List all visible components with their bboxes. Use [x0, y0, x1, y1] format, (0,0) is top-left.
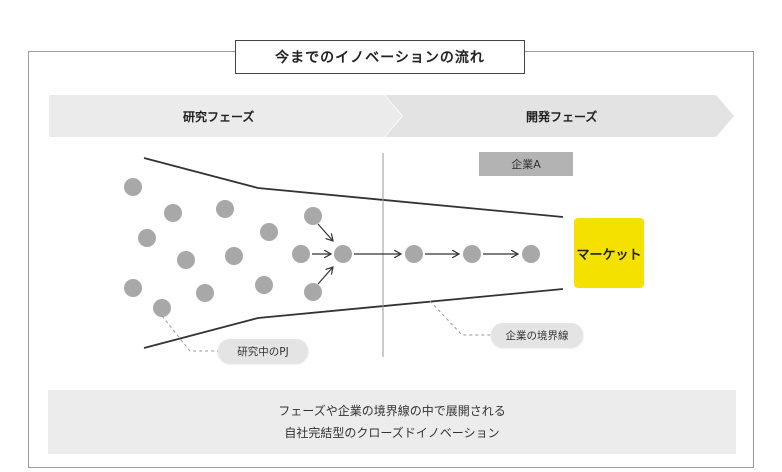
project-dot: [138, 229, 156, 247]
project-dot: [292, 245, 310, 263]
project-dot: [196, 284, 214, 302]
boundary-callout: 企業の境界線: [491, 323, 583, 347]
project-dot: [216, 200, 234, 218]
project-dot: [177, 251, 195, 269]
company-a-label: 企業A: [479, 152, 573, 176]
caption-box: フェーズや企業の境界線の中で展開される 自社完結型のクローズドイノベーション: [48, 390, 736, 454]
flow-dot: [405, 245, 423, 263]
flow-dot: [522, 245, 540, 263]
development-phase-band: [385, 95, 734, 137]
project-dot: [225, 247, 243, 265]
market-box: マーケット: [574, 218, 644, 288]
arrow: [317, 223, 333, 241]
boundary-leader-line: [429, 300, 491, 336]
caption-line-1: フェーズや企業の境界線の中で展開される: [278, 404, 506, 418]
research-phase-label: 研究フェーズ: [183, 110, 255, 124]
projects-leader-line: [161, 315, 218, 352]
research-phase-band: [49, 95, 402, 137]
project-dot: [260, 223, 278, 241]
project-dot: [153, 299, 171, 317]
project-dot: [304, 283, 322, 301]
projects-callout: 研究中のPJ: [218, 339, 308, 363]
funnel-upper-line: [143, 157, 564, 218]
project-dot: [164, 204, 182, 222]
funnel-lower-line: [143, 288, 564, 349]
project-dot: [304, 207, 322, 225]
project-dot: [124, 279, 142, 297]
caption-line-2: 自社完結型のクローズドイノベーション: [284, 426, 500, 440]
research-dots: [124, 178, 540, 317]
flow-dot: [463, 245, 481, 263]
project-dot: [255, 276, 273, 294]
arrow: [317, 267, 333, 285]
project-dot: [124, 178, 142, 196]
flow-arrows: [312, 223, 518, 285]
merged-dot: [334, 245, 352, 263]
diagram-title: 今までのイノベーションの流れ: [235, 40, 525, 74]
development-phase-label: 開発フェーズ: [526, 110, 598, 124]
